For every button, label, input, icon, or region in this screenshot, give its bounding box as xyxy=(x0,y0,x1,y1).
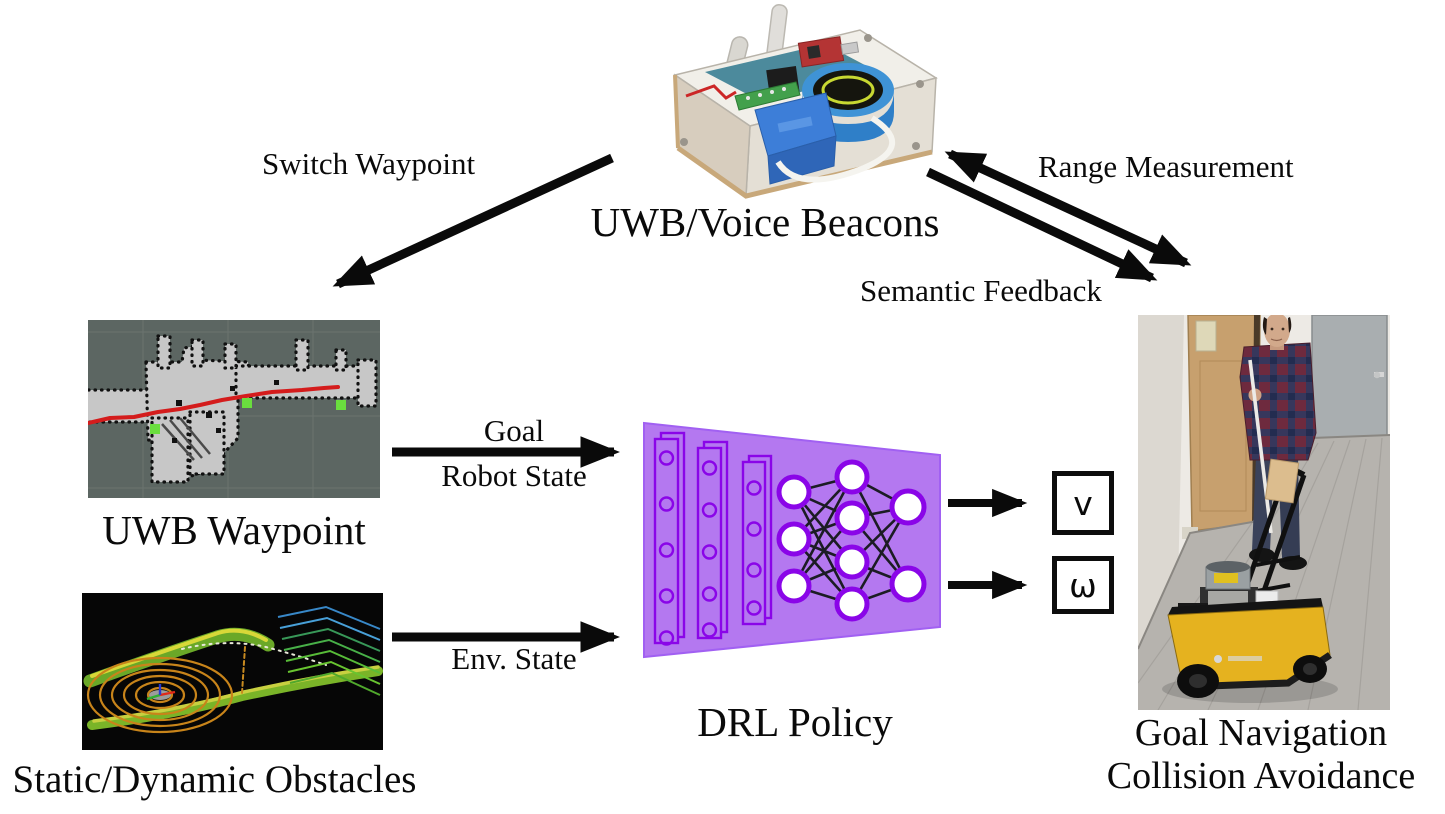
robot xyxy=(1162,458,1338,703)
switch-waypoint-label: Switch Waypoint xyxy=(262,146,476,181)
beacon-label: UWB/Voice Beacons xyxy=(590,199,940,245)
beacon-battery-box xyxy=(754,92,837,185)
drl-policy-label: DRL Policy xyxy=(697,699,893,745)
linear-velocity-box: v xyxy=(1052,471,1114,535)
beacon-cable xyxy=(775,115,895,183)
white-cane xyxy=(1248,359,1273,534)
angular-velocity-symbol: ω xyxy=(1069,565,1097,605)
occupancy-map-image xyxy=(88,320,380,498)
map-waypoints xyxy=(150,398,346,434)
lidar-range-rings xyxy=(86,656,234,734)
map-robot-path xyxy=(88,385,340,425)
drl-policy-network xyxy=(643,421,941,659)
linear-velocity-symbol: v xyxy=(1073,483,1093,523)
fc-neurons xyxy=(776,459,927,622)
beacon-red-board xyxy=(797,36,860,68)
robot-state-label: Robot State xyxy=(441,458,587,493)
goal-navigation-line2: Collision Avoidance xyxy=(1106,754,1416,797)
goal-navigation-line1: Goal Navigation xyxy=(1134,712,1388,754)
beacon-photo xyxy=(673,4,938,199)
feature-layers xyxy=(653,431,773,646)
goal-label: Goal xyxy=(483,413,545,448)
env-state-label: Env. State xyxy=(451,641,577,676)
range-measurement-label: Range Measurement xyxy=(1038,149,1294,184)
map-scan-streaks xyxy=(161,417,211,461)
head xyxy=(1264,315,1290,347)
semantic-feedback-label: Semantic Feedback xyxy=(860,273,1102,308)
robot-hallway-photo xyxy=(1138,315,1390,710)
beacon-green-pcb xyxy=(734,81,801,111)
map-free-space xyxy=(88,334,378,484)
uwb-waypoint-label: UWB Waypoint xyxy=(102,507,366,553)
lidar-pointcloud-image xyxy=(82,593,383,750)
beacon-wires xyxy=(685,84,737,100)
gray-door xyxy=(1311,315,1388,442)
goal-navigation-label: Goal Navigation Collision Avoidance xyxy=(1072,712,1445,797)
static-dynamic-obstacles-label: Static/Dynamic Obstacles xyxy=(12,758,417,801)
left-wall xyxy=(1138,315,1184,649)
pointcloud-wall-lines xyxy=(277,605,381,696)
beacon-screws xyxy=(680,34,924,150)
beacon-on-handle xyxy=(1264,458,1300,504)
shoe xyxy=(1249,548,1275,562)
angular-velocity-box: ω xyxy=(1052,556,1114,614)
lidar-sensor xyxy=(1205,561,1251,590)
robot-pose-marker xyxy=(146,684,176,701)
map-obstacle-specks xyxy=(172,380,279,443)
